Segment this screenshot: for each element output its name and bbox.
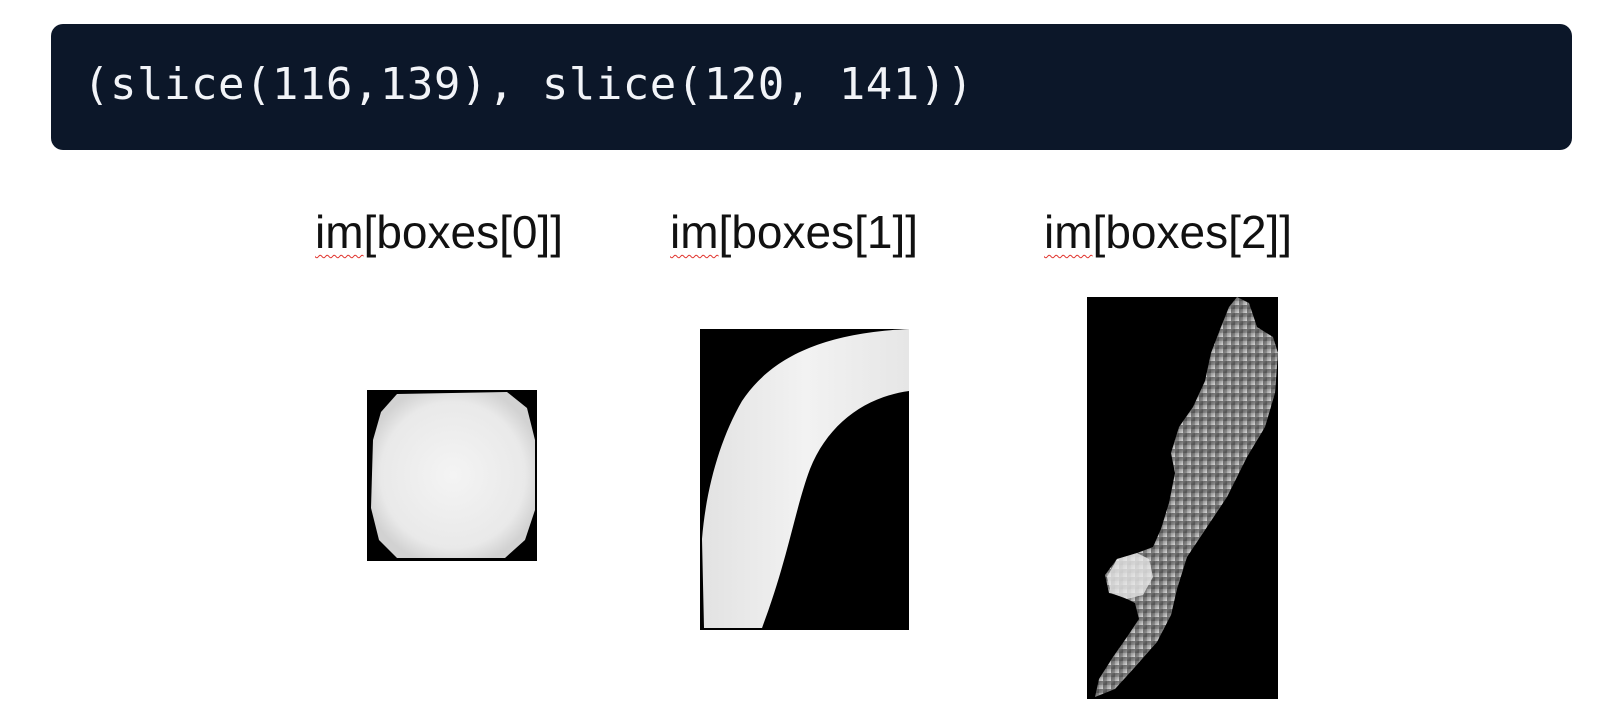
caption-prefix: im [315,206,364,258]
code-output-block: (slice(116,139), slice(120, 141)) [51,24,1572,150]
crop-image-boxes-0 [367,390,537,561]
strip-highlight [1107,553,1153,599]
caption-boxes-1: im[boxes[1]] [670,204,918,260]
caption-prefix: im [670,206,719,258]
caption-prefix: im [1044,206,1093,258]
blob-shape [371,392,535,558]
strip-shape [1095,297,1278,697]
crop-image-boxes-2 [1087,297,1278,699]
caption-boxes-2: im[boxes[2]] [1044,204,1292,260]
caption-suffix: [boxes[2]] [1092,206,1292,258]
caption-suffix: [boxes[1]] [718,206,918,258]
crop-image-boxes-1 [700,329,909,630]
arc-shape [702,329,909,628]
caption-boxes-0: im[boxes[0]] [315,204,563,260]
caption-suffix: [boxes[0]] [363,206,563,258]
code-output-text: (slice(116,139), slice(120, 141)) [83,59,974,110]
